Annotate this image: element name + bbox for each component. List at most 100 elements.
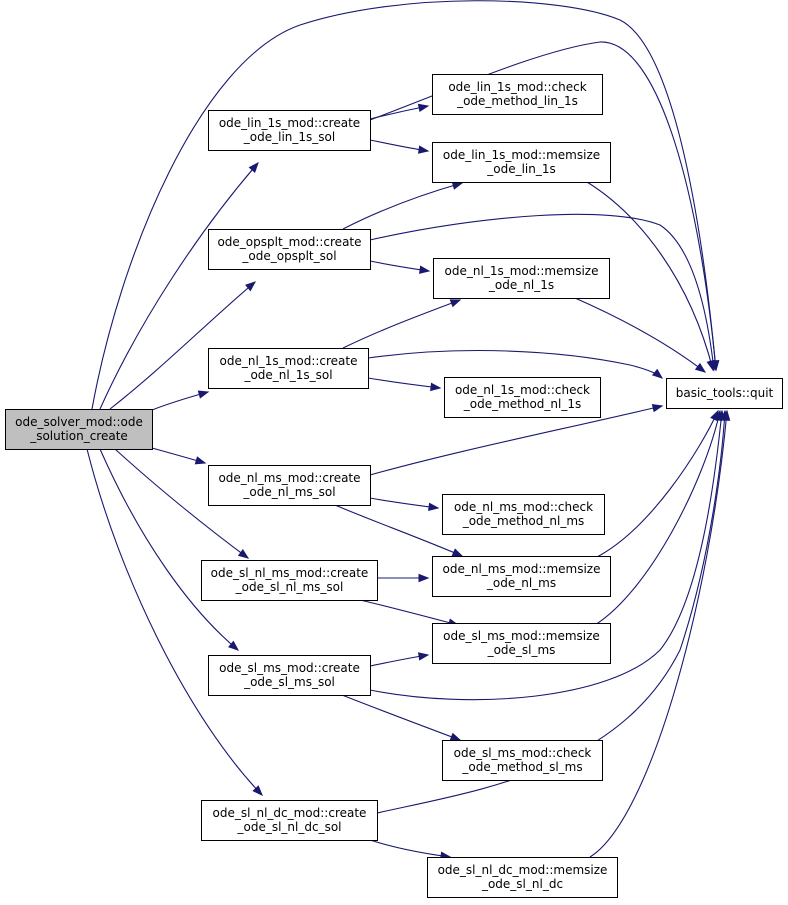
node-label-line: _ode_sl_nl_dc_sol xyxy=(236,820,341,834)
node-nl1s-create[interactable]: ode_nl_1s_mod::create_ode_nl_1s_sol xyxy=(208,348,369,389)
node-box[interactable] xyxy=(666,378,783,409)
node-box[interactable] xyxy=(5,409,153,450)
edge-root-to-slnldc_create xyxy=(86,448,263,796)
arrowhead-slms_create-to-slms_memsize xyxy=(417,652,430,661)
node-opsplt-create[interactable]: ode_opsplt_mod::create_ode_opsplt_sol xyxy=(208,229,371,270)
arrowhead-opsplt_create-to-lin_memsize xyxy=(451,181,464,190)
arrowhead-nl1s_memsize-to-quit xyxy=(694,362,707,373)
arrowhead-root-to-nl1s_create xyxy=(197,390,210,399)
node-label-line: ode_nl_ms_mod::check xyxy=(454,500,593,514)
edge-slms_create-to-quit xyxy=(369,410,723,701)
node-box[interactable] xyxy=(208,110,371,151)
node-root[interactable]: ode_solver_mod::ode_solution_create xyxy=(5,409,153,450)
arrowhead-nl1s_create-to-nl1s_check xyxy=(430,382,442,392)
node-slms-check[interactable]: ode_sl_ms_mod::check_ode_method_sl_ms xyxy=(442,740,603,781)
edge-slnldc_memsize-to-quit xyxy=(589,410,728,858)
node-label-line: ode_lin_1s_mod::create xyxy=(219,116,360,130)
edge-slnlms_create-to-slms_memsize xyxy=(359,599,459,626)
edge-slms_memsize-to-quit xyxy=(594,410,721,626)
node-label-line: ode_lin_1s_mod::memsize xyxy=(443,148,600,162)
node-box[interactable] xyxy=(201,800,378,841)
edge-root-to-quit xyxy=(91,0,717,410)
node-lin-check[interactable]: ode_lin_1s_mod::check_ode_method_lin_1s xyxy=(432,74,603,115)
edge-nlms_create-to-quit xyxy=(369,405,663,476)
node-label-line: ode_sl_nl_ms_mod::create xyxy=(211,566,369,580)
edge-root-to-slnlms_create xyxy=(114,448,249,559)
node-box[interactable] xyxy=(432,142,611,183)
node-slnldc-memsize[interactable]: ode_sl_nl_dc_mod::memsize_ode_sl_nl_dc xyxy=(427,857,618,898)
arrowhead-nlms_create-to-nlms_memsize xyxy=(451,548,464,557)
arrowhead-opsplt_create-to-nl1s_memsize xyxy=(418,265,431,274)
node-label-line: ode_sl_nl_dc_mod::memsize xyxy=(438,863,608,877)
node-label-line: _ode_method_nl_ms xyxy=(462,514,585,528)
arrowhead-lin_create-to-lin_memsize xyxy=(417,145,430,154)
arrowhead-root-to-opsplt_create xyxy=(245,281,257,292)
node-box[interactable] xyxy=(433,258,610,299)
node-lin-memsize[interactable]: ode_lin_1s_mod::memsize_ode_lin_1s xyxy=(432,142,611,183)
node-box[interactable] xyxy=(442,740,603,781)
node-nl1s-check[interactable]: ode_nl_1s_mod::check_ode_method_nl_1s xyxy=(444,377,601,418)
node-box[interactable] xyxy=(432,74,603,115)
node-box[interactable] xyxy=(444,377,601,418)
edge-root-to-lin_create xyxy=(99,162,259,410)
arrowhead-nl1s_create-to-nl1s_memsize xyxy=(449,299,462,308)
arrowhead-nl1s_create-to-quit xyxy=(651,368,664,379)
node-label-line: ode_sl_nl_dc_mod::create xyxy=(213,806,367,820)
arrowhead-slms_create-to-slms_check xyxy=(449,732,462,741)
node-box[interactable] xyxy=(208,348,369,389)
edge-slnldc_create-to-quit xyxy=(376,410,726,814)
node-box[interactable] xyxy=(427,857,618,898)
arrowhead-root-to-lin_create xyxy=(248,161,259,173)
node-label-line: ode_sl_ms_mod::memsize xyxy=(443,629,600,643)
node-box[interactable] xyxy=(208,465,371,506)
node-label-line: ode_lin_1s_mod::check xyxy=(448,80,586,94)
node-slms-create[interactable]: ode_sl_ms_mod::create_ode_sl_ms_sol xyxy=(208,655,371,696)
node-box[interactable] xyxy=(208,229,371,270)
node-nlms-check[interactable]: ode_nl_ms_mod::check_ode_method_nl_ms xyxy=(442,494,605,535)
edge-nl1s_create-to-nl1s_check xyxy=(367,377,441,389)
arrowhead-nlms_create-to-nlms_check xyxy=(428,502,440,511)
edge-nl1s_create-to-nl1s_memsize xyxy=(342,299,461,349)
node-nlms-memsize[interactable]: ode_nl_ms_mod::memsize_ode_nl_ms xyxy=(432,556,611,597)
arrowhead-root-to-slnlms_create xyxy=(237,548,250,559)
arrowhead-slnlms_create-to-nlms_memsize xyxy=(418,573,430,583)
node-label-line: _ode_method_lin_1s xyxy=(456,94,578,108)
node-label-line: _ode_nl_ms_sol xyxy=(242,485,335,499)
node-label-line: _ode_sl_ms_sol xyxy=(243,675,335,689)
node-label-line: _ode_method_sl_ms xyxy=(461,760,582,774)
edge-nlms_memsize-to-quit xyxy=(594,410,719,559)
node-slnlms-create[interactable]: ode_sl_nl_ms_mod::create_ode_sl_nl_ms_so… xyxy=(201,560,378,601)
nodes-layer: ode_solver_mod::ode_solution_create ode_l… xyxy=(5,74,783,898)
edge-root-to-opsplt_create xyxy=(109,281,256,410)
node-label-line: _ode_sl_ms xyxy=(487,643,556,657)
node-label-line: ode_nl_1s_mod::memsize xyxy=(445,264,599,278)
node-label-line: ode_nl_ms_mod::create xyxy=(218,471,360,485)
node-label-line: _ode_sl_nl_dc xyxy=(481,877,563,891)
node-label-line: basic_tools::quit xyxy=(676,386,774,400)
arrowhead-root-to-slms_create xyxy=(228,640,240,651)
node-nlms-create[interactable]: ode_nl_ms_mod::create_ode_nl_ms_sol xyxy=(208,465,371,506)
node-label-line: ode_nl_1s_mod::create xyxy=(220,354,358,368)
node-box[interactable] xyxy=(442,494,605,535)
node-label-line: _ode_opsplt_sol xyxy=(241,249,336,263)
node-box[interactable] xyxy=(208,655,371,696)
node-lin-create[interactable]: ode_lin_1s_mod::create_ode_lin_1s_sol xyxy=(208,110,371,151)
node-slnldc-create[interactable]: ode_sl_nl_dc_mod::create_ode_sl_nl_dc_so… xyxy=(201,800,378,841)
node-label-line: _ode_lin_1s_sol xyxy=(243,130,335,144)
edge-nlms_create-to-nlms_check xyxy=(369,497,439,509)
arrowhead-slnldc_memsize-to-quit xyxy=(721,409,731,421)
node-slms-memsize[interactable]: ode_sl_ms_mod::memsize_ode_sl_ms xyxy=(432,623,611,664)
node-box[interactable] xyxy=(432,556,611,597)
node-label-line: _ode_sl_nl_ms_sol xyxy=(235,580,344,594)
node-label-line: _ode_nl_1s_sol xyxy=(243,368,332,382)
node-nl1s-memsize[interactable]: ode_nl_1s_mod::memsize_ode_nl_1s xyxy=(433,258,610,299)
edges-layer xyxy=(86,0,731,860)
node-quit[interactable]: basic_tools::quit xyxy=(666,378,783,409)
node-box[interactable] xyxy=(201,560,378,601)
node-box[interactable] xyxy=(432,623,611,664)
arrowhead-opsplt_create-to-quit xyxy=(708,360,718,372)
node-label-line: _ode_nl_ms xyxy=(486,576,556,590)
node-label-line: _solution_create xyxy=(29,429,128,443)
node-label-line: ode_opsplt_mod::create xyxy=(217,235,361,249)
node-label-line: ode_nl_ms_mod::memsize xyxy=(443,562,601,576)
